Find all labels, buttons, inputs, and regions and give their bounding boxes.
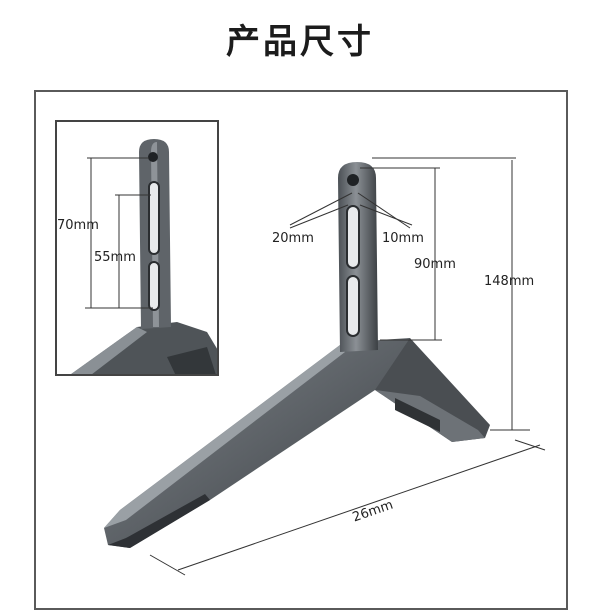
inset-slot-lower (148, 261, 160, 311)
inset-slot-upper (148, 181, 160, 255)
inset-mounting-hole (148, 152, 158, 162)
slot-upper (346, 205, 360, 269)
stand-back-leg (370, 338, 490, 442)
slot-lower (346, 275, 360, 337)
label-total-148mm: 148mm (484, 274, 535, 289)
label-upright-90mm: 90mm (414, 257, 456, 272)
label-hole-20mm: 20mm (272, 231, 314, 246)
stand-upright-post (338, 162, 378, 352)
dimension-lines (149, 157, 546, 576)
label-hole-10mm: 10mm (382, 231, 424, 246)
mounting-hole (347, 174, 359, 186)
inset-illustration (71, 139, 217, 374)
detail-inset (55, 120, 219, 376)
page-title: 产品尺寸 (226, 22, 374, 62)
stand-front-leg (104, 338, 410, 548)
label-inset-55mm: 55mm (94, 250, 136, 265)
label-inset-70mm: 70mm (57, 218, 99, 233)
